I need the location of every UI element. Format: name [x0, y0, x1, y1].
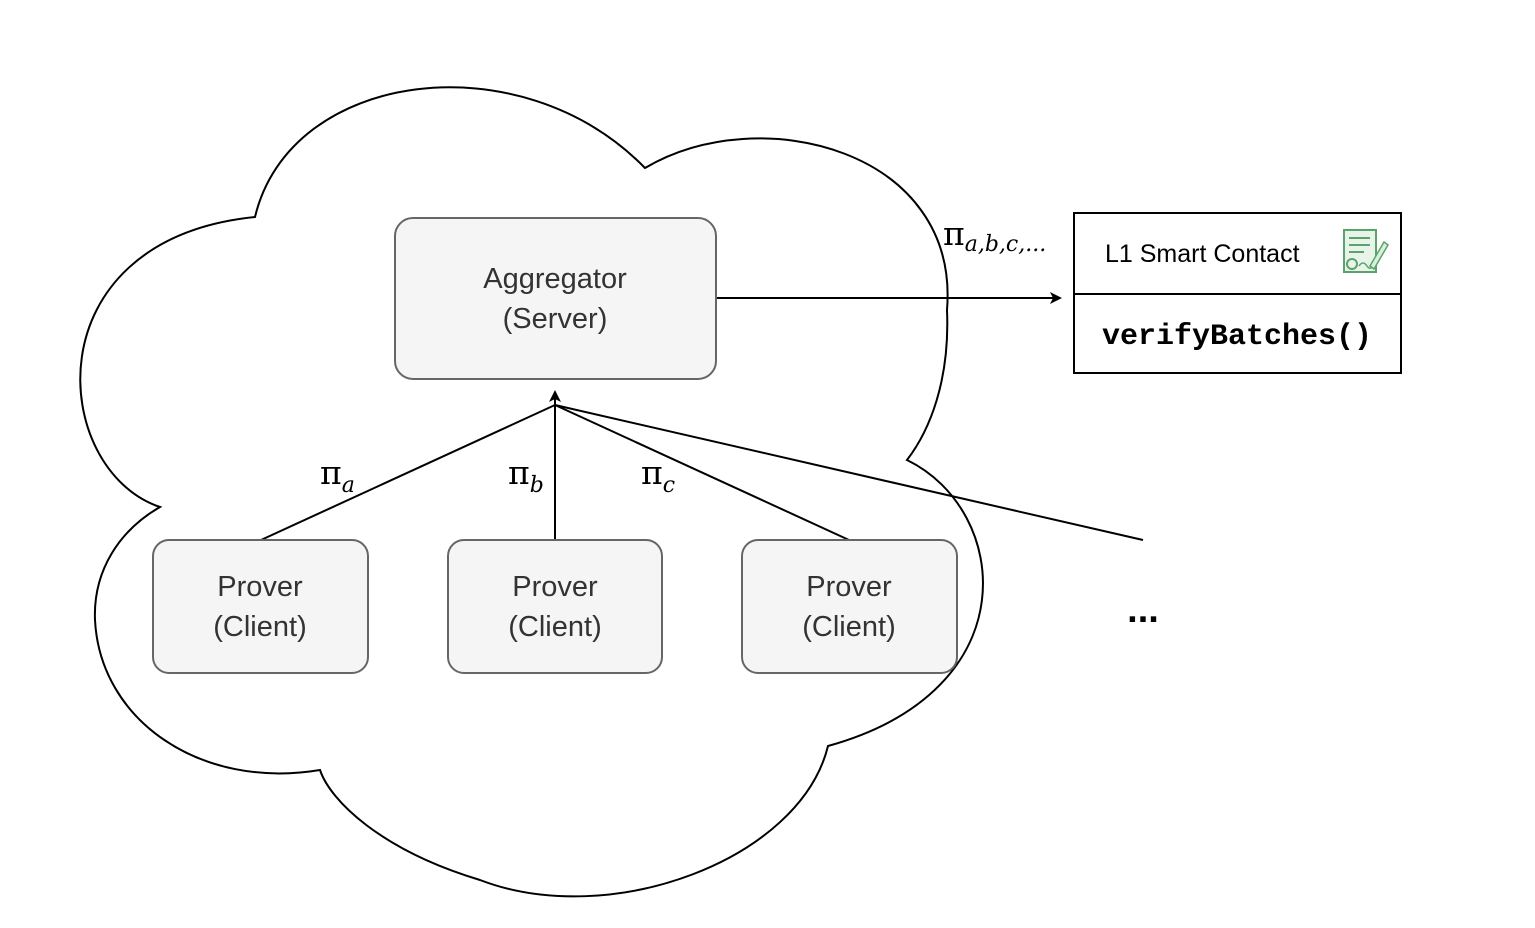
aggregator-label-line1: Aggregator [483, 263, 627, 295]
contract-certificate-icon [1343, 229, 1389, 273]
edge-more-provers [554, 404, 1144, 541]
prover-node-b: Prover (Client) [447, 539, 663, 674]
prover-label-line2: (Client) [508, 611, 601, 643]
pi-subscript: a [342, 473, 355, 498]
prover-node-a: Prover (Client) [152, 539, 369, 674]
proof-label-batch: πa,b,c,... [943, 214, 1046, 257]
prover-label-line2: (Client) [802, 611, 895, 643]
pi-symbol: π [508, 453, 530, 492]
pi-subscript: b [530, 473, 544, 498]
prover-label-line2: (Client) [213, 611, 306, 643]
edge-prover-c [554, 404, 850, 541]
contract-title: L1 Smart Contact [1105, 240, 1300, 268]
edge-prover-a [260, 404, 556, 541]
prover-label-line1: Prover [217, 571, 303, 603]
prover-label-line1: Prover [512, 571, 598, 603]
proof-label-a: πa [320, 453, 355, 498]
proof-label-c: πc [641, 453, 675, 498]
prover-node-c: Prover (Client) [741, 539, 958, 674]
proof-label-b: πb [508, 453, 544, 498]
smart-contract-node: L1 Smart Contact verifyBatches() [1073, 212, 1402, 374]
aggregator-label-line2: (Server) [503, 303, 608, 335]
more-provers-ellipsis: ... [1127, 589, 1159, 631]
pi-symbol: π [641, 453, 663, 492]
pi-symbol: π [320, 453, 342, 492]
pi-subscript: c [663, 473, 675, 498]
pi-subscript: a,b,c,... [965, 232, 1046, 257]
contract-method: verifyBatches() [1102, 320, 1372, 354]
aggregator-node: Aggregator (Server) [394, 217, 717, 380]
prover-label-line1: Prover [806, 571, 892, 603]
pi-symbol: π [943, 214, 965, 253]
